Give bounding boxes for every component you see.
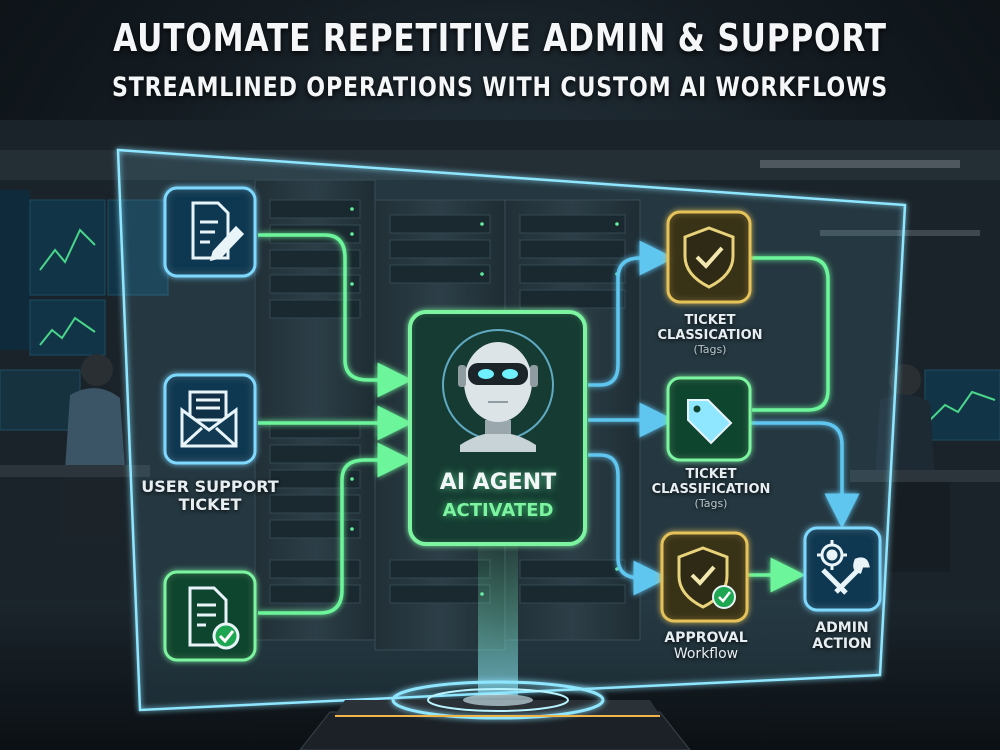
approval-node xyxy=(660,531,749,623)
admin-line1: ADMIN xyxy=(815,620,869,636)
document-edit-icon xyxy=(191,201,245,262)
page-title: AUTOMATE REPETITIVE ADMIN & SUPPORT xyxy=(113,16,887,60)
support-ticket-line1: USER SUPPORT xyxy=(141,477,279,496)
output-connectors xyxy=(588,240,860,596)
admin-action-label: ADMIN ACTION xyxy=(792,620,892,652)
document-edit-node xyxy=(163,186,257,278)
connector-tags-mid-to-admin xyxy=(750,421,860,529)
agent-title: AI AGENT xyxy=(439,470,557,495)
admin-line2: ACTION xyxy=(812,636,872,653)
tag-icon xyxy=(687,399,733,445)
connector-approved-to-agent xyxy=(258,442,413,615)
ai-agent-panel xyxy=(408,310,587,546)
approval-line1: APPROVAL xyxy=(664,630,748,646)
document-check-node xyxy=(163,570,257,662)
email-node xyxy=(163,373,257,465)
connector-agent-to-approval xyxy=(588,453,669,596)
agent-pedestal xyxy=(299,545,691,750)
envelope-icon xyxy=(180,390,238,448)
input-connectors xyxy=(258,233,413,615)
page-subtitle: STREAMLINED OPERATIONS WITH CUSTOM AI WO… xyxy=(111,72,888,103)
tag-node-mid xyxy=(666,376,752,462)
robot-icon xyxy=(442,329,554,452)
approval-line2: Workflow xyxy=(673,646,739,663)
agent-status: ACTIVATED xyxy=(442,500,554,521)
classification-mid-line1: TICKET xyxy=(685,467,737,482)
admin-action-node xyxy=(803,526,882,612)
classification-mid-label: TICKET CLASSIFICATION (Tags) xyxy=(636,467,786,511)
classification-mid-line2: CLASSIFICATION xyxy=(651,481,771,497)
classification-mid-tag: (Tags) xyxy=(694,496,728,510)
shield-approval-icon xyxy=(677,546,736,609)
document-check-icon xyxy=(188,586,240,650)
support-ticket-line2: TICKET xyxy=(178,495,242,515)
support-ticket-label: USER SUPPORT TICKET xyxy=(118,477,302,515)
connector-tags-top-to-mid xyxy=(750,256,830,412)
approval-label: APPROVAL Workflow xyxy=(646,630,766,662)
shield-check-icon xyxy=(683,226,735,289)
classification-top-line1: TICKET xyxy=(684,313,736,328)
gear-wrench-icon xyxy=(817,540,870,595)
connector-doc-to-agent xyxy=(258,233,413,398)
shield-tag-node-top xyxy=(666,210,752,304)
classification-top-tag: (Tags) xyxy=(693,342,727,356)
left-worker xyxy=(0,354,150,537)
classification-top-label: TICKET CLASSICATION (Tags) xyxy=(640,313,780,357)
connector-agent-to-tags-top xyxy=(588,240,675,387)
classification-top-line2: CLASSICATION xyxy=(657,327,763,343)
